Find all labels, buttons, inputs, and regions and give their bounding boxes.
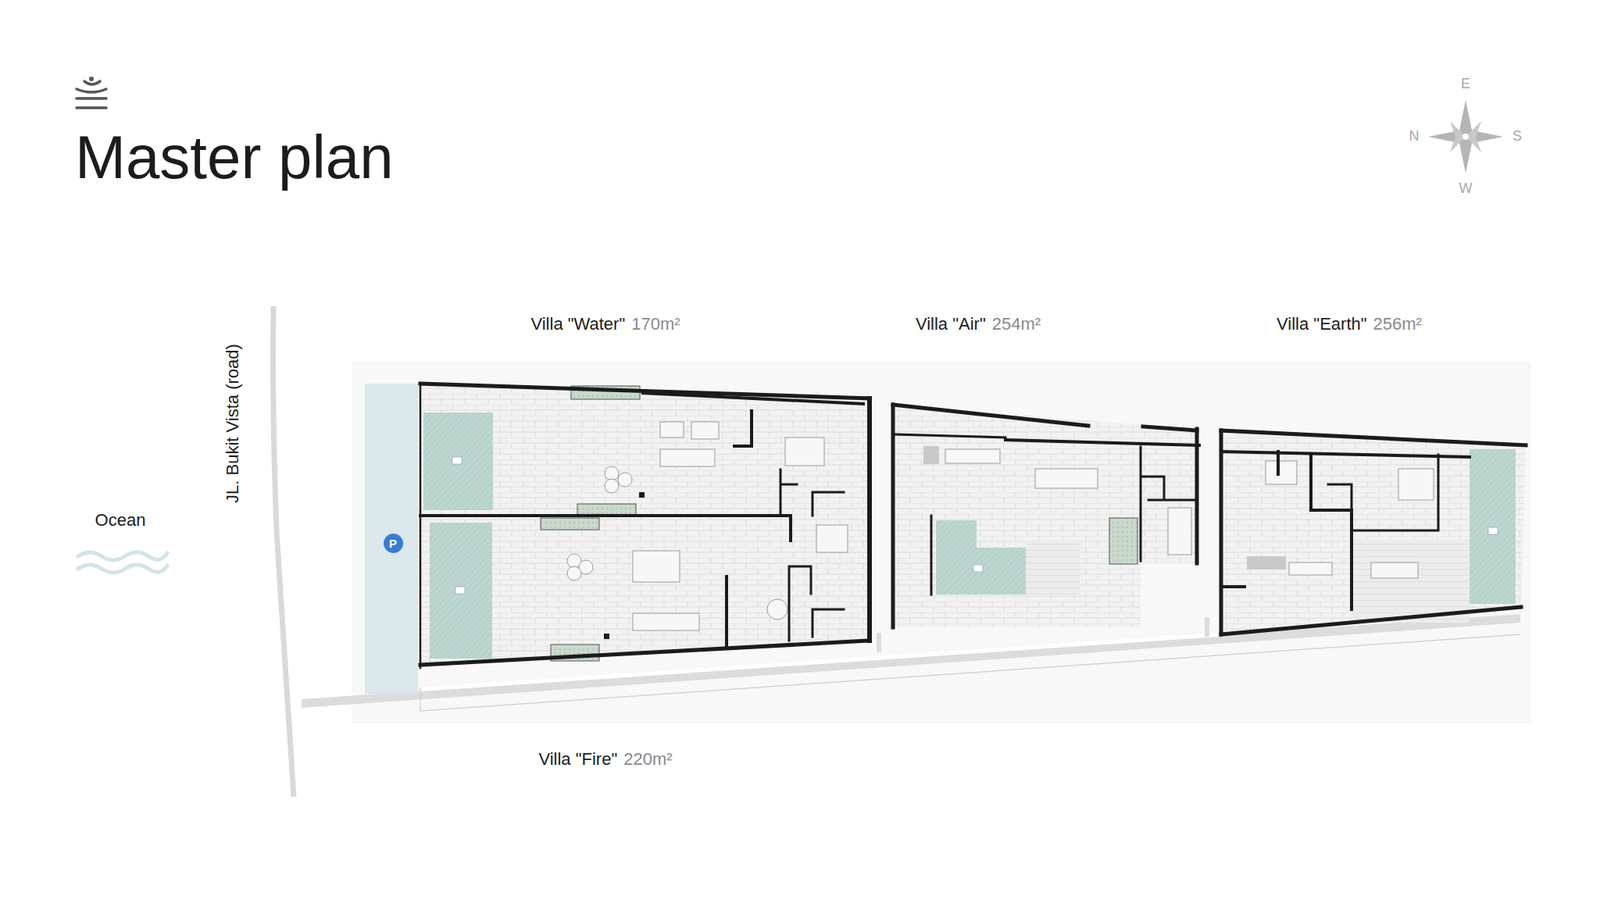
- kitchen-islands: [923, 446, 1286, 570]
- villa-label: Villa "Air" 254m²: [914, 314, 1043, 335]
- villa-name: Villa "Water": [530, 314, 625, 334]
- compass-letter: S: [1512, 128, 1522, 146]
- villa-label: Villa "Water" 170m²: [528, 314, 682, 335]
- compass-letter: E: [1460, 75, 1471, 93]
- villa-plot: Villa "Earth"256m²: [1221, 430, 1526, 638]
- parking-strip: [364, 383, 418, 694]
- villa-label: Villa "Earth"256m²: [1275, 314, 1424, 335]
- floor-areas: [420, 383, 1526, 665]
- parking-marker: P: [383, 533, 404, 554]
- villa-area: 220m²: [623, 749, 672, 769]
- site-ground: [351, 361, 1532, 725]
- villa-name: Villa "Earth": [1276, 314, 1368, 334]
- villa-plot: Villa "Water"170m²: [420, 383, 870, 516]
- road-line: [273, 306, 295, 797]
- compass-letter: W: [1459, 180, 1473, 198]
- road-name: JL. Bukit Vista (road): [222, 343, 243, 504]
- logo-icon: [76, 76, 107, 108]
- ocean-label: Ocean: [95, 510, 147, 531]
- walls: [420, 383, 1526, 668]
- villa-area: 170m²: [631, 314, 680, 334]
- villa-area: 254m²: [992, 314, 1041, 334]
- villa-plot: Villa "Air"254m²: [892, 404, 1200, 628]
- villa-label: Villa "Fire"220m²: [536, 749, 674, 770]
- page-title: Master plan: [75, 126, 394, 188]
- parking-letter: P: [389, 537, 397, 550]
- compass-letter: N: [1409, 128, 1420, 146]
- compass-rose: [1428, 100, 1504, 174]
- villa-plot: Villa "Fire"220m²: [420, 515, 870, 668]
- villa-name: Villa "Air": [915, 314, 986, 334]
- planters: [540, 385, 1138, 661]
- ocean-waves: [78, 552, 168, 573]
- villa-area: 256m²: [1373, 314, 1422, 334]
- villa-name: Villa "Fire": [538, 749, 618, 769]
